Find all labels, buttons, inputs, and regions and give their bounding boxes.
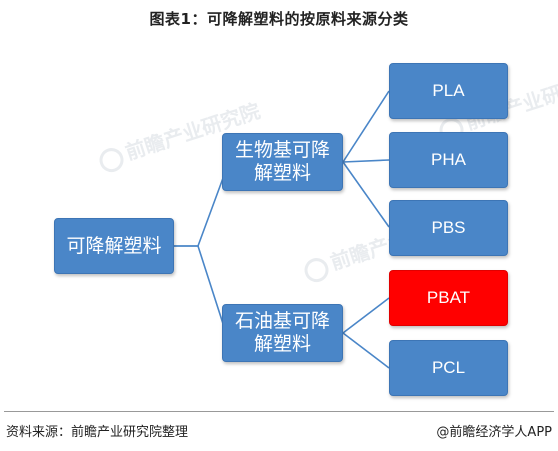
branch-node-biobased: 生物基可降解塑料 — [222, 133, 343, 191]
connector-biobased-pla — [342, 90, 390, 163]
leaf-node-pbat: PBAT — [389, 270, 508, 326]
connector-root-petro — [174, 245, 227, 334]
leaf-node-label: PCL — [431, 358, 466, 377]
connector-petro-pbat — [342, 297, 390, 334]
branch-node-label: 生物基可降解塑料 — [234, 139, 330, 184]
leaf-node-pbs: PBS — [389, 200, 508, 256]
footer-divider — [4, 411, 554, 412]
leaf-node-pha: PHA — [389, 132, 508, 188]
branch-node-petro: 石油基可降解塑料 — [222, 304, 343, 362]
connector-biobased-pbs — [342, 161, 390, 228]
connector-root-biobased — [174, 169, 227, 247]
root-node: 可降解塑料 — [54, 218, 174, 274]
figure-title: 图表1：可降解塑料的按原料来源分类 — [149, 10, 409, 28]
root-node-label: 可降解塑料 — [66, 234, 162, 257]
connector-petro-pcl — [342, 332, 390, 369]
connector-biobased-pha — [342, 159, 390, 163]
leaf-node-pcl: PCL — [389, 340, 508, 396]
leaf-node-label: PHA — [431, 150, 466, 169]
source-note: 资料来源：前瞻产业研究院整理 — [6, 425, 189, 440]
brand-credit: @前瞻经济学人APP — [436, 425, 552, 440]
leaf-node-label: PBS — [431, 218, 466, 237]
leaf-node-label: PBAT — [426, 288, 471, 307]
leaf-node-pla: PLA — [389, 63, 508, 119]
branch-node-label: 石油基可降解塑料 — [234, 310, 330, 355]
leaf-node-label: PLA — [432, 81, 465, 100]
